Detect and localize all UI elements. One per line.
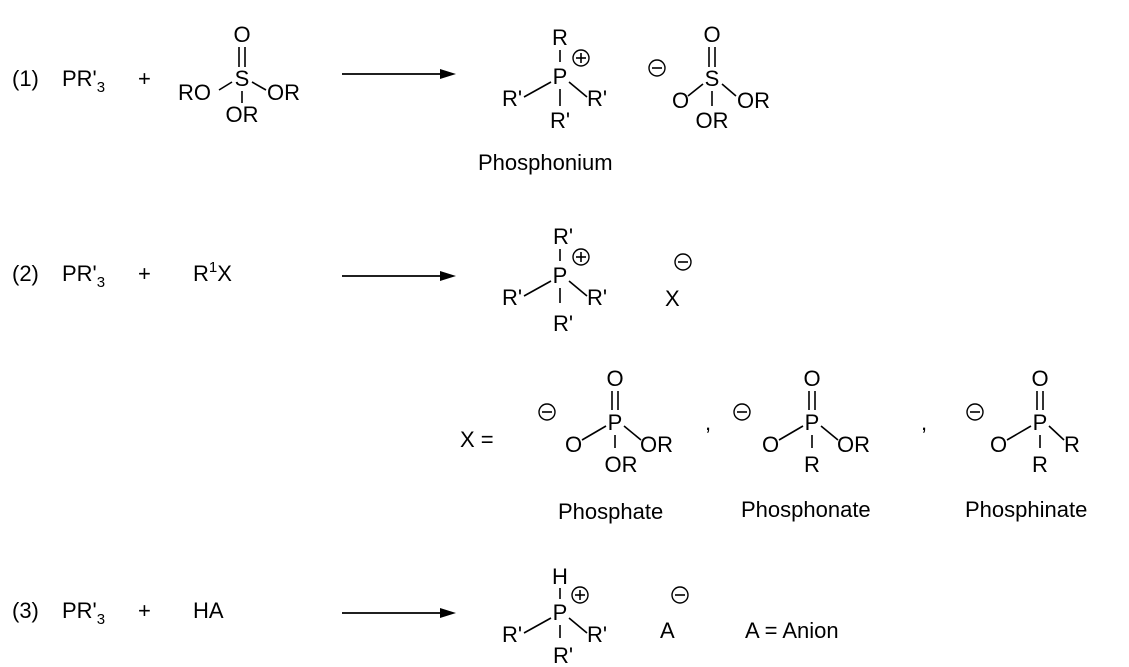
- phosphinate-structure: O P O R R: [966, 366, 1080, 477]
- cation-2-bottom: R': [553, 311, 573, 336]
- reaction-3-number: (3): [12, 598, 39, 623]
- cation-3-right: R': [587, 622, 607, 647]
- anion-1-bottom-or: OR: [696, 108, 729, 133]
- cation-1-top: R: [552, 25, 568, 50]
- negative-charge-icon: [671, 586, 689, 604]
- negative-charge-icon: [674, 253, 692, 271]
- reaction-3-reagent-phosphine: PR'3: [62, 598, 105, 628]
- cation-3-center-p: P: [553, 600, 568, 625]
- cation-3-bottom: R': [553, 643, 573, 667]
- negative-charge-icon: [538, 403, 556, 421]
- reaction-2-arrowhead: [440, 271, 456, 281]
- sulfate-right-or: OR: [267, 80, 300, 105]
- sulfate-top-o: O: [233, 22, 250, 47]
- positive-charge-icon: [571, 586, 589, 604]
- phosphonate-structure: O P O OR R: [733, 366, 870, 477]
- reaction-2-number: (2): [12, 261, 39, 286]
- phosphinate-label: Phosphinate: [965, 497, 1087, 522]
- phosphonium-label: Phosphonium: [478, 150, 613, 175]
- phosphate-left-o: O: [565, 432, 582, 457]
- phosphate-structure: O P O OR OR: [538, 366, 673, 477]
- cation-3-left: R': [502, 622, 522, 647]
- anion-1-top-o: O: [703, 22, 720, 47]
- x-definition: X = O P O OR OR ,: [460, 366, 1087, 524]
- phosphinate-center-p: P: [1033, 410, 1048, 435]
- positive-charge-icon: [572, 248, 590, 266]
- reaction-1-phosphonium-cation: R P R' R' R': [502, 25, 607, 133]
- anion-3-a: A: [660, 618, 675, 643]
- phosphinate-right-r: R: [1064, 432, 1080, 457]
- separator-1: ,: [705, 410, 711, 435]
- sulfate-left-ro: RO: [178, 80, 211, 105]
- phosphonate-top-o: O: [803, 366, 820, 391]
- sulfate-center-s: S: [235, 66, 250, 91]
- reaction-2-alkyl-halide: R1X: [193, 259, 232, 286]
- phosphate-top-o: O: [606, 366, 623, 391]
- phosphate-label: Phosphate: [558, 499, 663, 524]
- negative-charge-icon: [648, 59, 666, 77]
- phosphate-center-p: P: [608, 410, 623, 435]
- reaction-1-number: (1): [12, 66, 39, 91]
- sulfate-bottom-or: OR: [226, 102, 259, 127]
- reaction-1-arrowhead: [440, 69, 456, 79]
- reaction-1-reagent-phosphine: PR'3: [62, 66, 105, 96]
- phosphinate-left-o: O: [990, 432, 1007, 457]
- phosphate-right-or: OR: [640, 432, 673, 457]
- anion-2-x: X: [665, 286, 680, 311]
- reaction-2-x-anion: X: [665, 253, 692, 311]
- phosphonate-left-o: O: [762, 432, 779, 457]
- reaction-2-plus: +: [138, 261, 151, 286]
- cation-2-left: R': [502, 285, 522, 310]
- reaction-3-acid: HA: [193, 598, 224, 623]
- cation-2-center-p: P: [553, 263, 568, 288]
- anion-1-right-or: OR: [737, 88, 770, 113]
- reaction-2-phosphonium-cation: R' P R' R' R': [502, 224, 607, 336]
- reaction-1-sulfate-anion: O S O OR OR: [648, 22, 770, 133]
- phosphonate-center-p: P: [805, 410, 820, 435]
- reaction-1-plus: +: [138, 66, 151, 91]
- reaction-3-a-anion: A: [660, 586, 689, 643]
- reaction-3-plus: +: [138, 598, 151, 623]
- cation-3-top-h: H: [552, 564, 568, 589]
- cation-1-right: R': [587, 86, 607, 111]
- phosphinate-bottom-r: R: [1032, 452, 1048, 477]
- phosphinate-top-o: O: [1031, 366, 1048, 391]
- reaction-3: (3) PR'3 + HA H P R' R' R': [12, 564, 839, 667]
- reaction-3-phosphonium-cation: H P R' R' R': [502, 564, 607, 667]
- anion-definition-note: A = Anion: [745, 618, 839, 643]
- phosphonate-right-or: OR: [837, 432, 870, 457]
- reaction-1: (1) PR'3 + O S RO OR OR R P: [12, 22, 770, 175]
- reaction-3-arrowhead: [440, 608, 456, 618]
- cation-1-bottom: R': [550, 108, 570, 133]
- anion-1-center-s: S: [705, 66, 720, 91]
- cation-2-right: R': [587, 285, 607, 310]
- negative-charge-icon: [733, 403, 751, 421]
- reaction-2: (2) PR'3 + R1X R' P R' R' R': [12, 224, 1087, 524]
- separator-2: ,: [921, 410, 927, 435]
- negative-charge-icon: [966, 403, 984, 421]
- phosphonate-bottom-r: R: [804, 452, 820, 477]
- anion-1-left-o: O: [672, 88, 689, 113]
- phosphate-bottom-or: OR: [605, 452, 638, 477]
- cation-1-center-p: P: [553, 64, 568, 89]
- cation-1-left: R': [502, 86, 522, 111]
- reaction-1-sulfate-reagent: O S RO OR OR: [178, 22, 300, 127]
- reaction-2-reagent-phosphine: PR'3: [62, 261, 105, 291]
- positive-charge-icon: [572, 49, 590, 67]
- cation-2-top: R': [553, 224, 573, 249]
- phosphonate-label: Phosphonate: [741, 497, 871, 522]
- x-definition-prefix: X =: [460, 427, 494, 452]
